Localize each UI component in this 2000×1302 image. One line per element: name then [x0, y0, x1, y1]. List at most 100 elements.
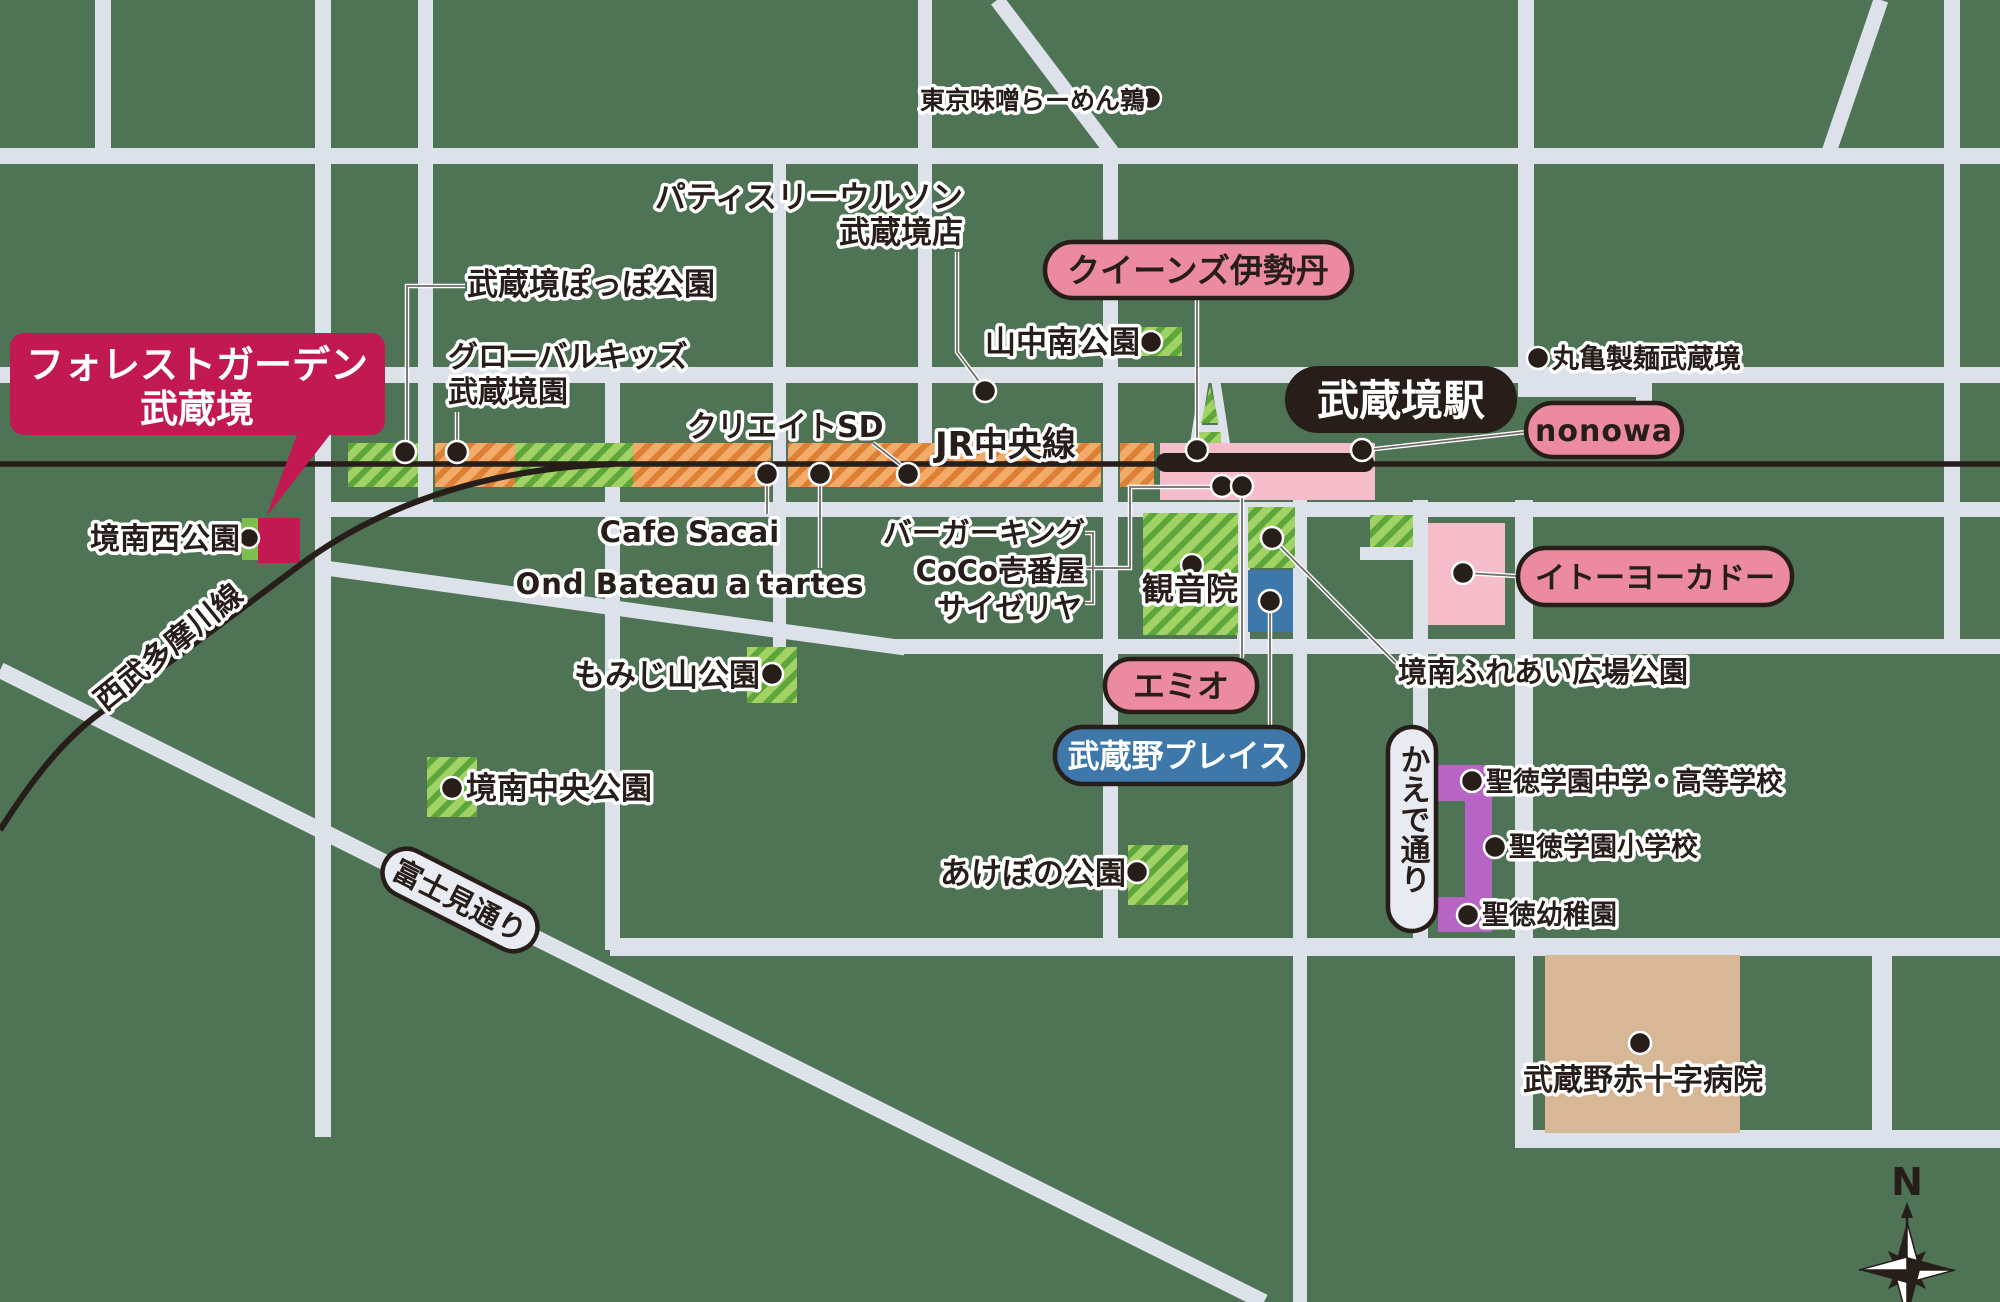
label-patisserie-line2: 武蔵境店: [839, 215, 963, 251]
compass-rose-icon: N: [1858, 1160, 1956, 1302]
label-queens-isetan: クイーンズ伊勢丹: [1067, 251, 1329, 290]
dot-fureai-park: [1259, 525, 1285, 551]
road-vertical-5: [773, 164, 786, 650]
location-dots: [237, 85, 1653, 1056]
label-patisserie-line1: パティスリーウルソン: [655, 180, 963, 216]
dot-tokyo-miso-ramen: [1137, 85, 1163, 111]
forest-garden-label: フォレストガーデン 武蔵境: [10, 333, 385, 517]
station-name-label: 武蔵境駅: [1285, 366, 1517, 433]
road-diagonal-north-2: [1821, 0, 1889, 155]
label-forest-garden-line1: フォレストガーデン: [26, 343, 368, 387]
dot-create-sd: [895, 461, 921, 487]
label-cafe-sacai: Cafe Sacai: [600, 515, 780, 549]
dot-poppo-park: [392, 439, 418, 465]
road-vertical-11: [1515, 500, 1533, 1148]
label-shotoku-junior-high: 聖徳学園中学・高等学校: [1486, 766, 1783, 798]
label-jr-chuo-line: JR中央線: [933, 425, 1076, 465]
road-vertical-14: [1872, 948, 1892, 1140]
road-vertical-9: [1293, 500, 1307, 1302]
label-marugame: 丸亀製麺武蔵境: [1551, 344, 1741, 375]
dot-yamanaka-park: [1138, 329, 1164, 355]
label-coco-ichibanya: CoCo壱番屋: [916, 554, 1085, 588]
road-vertical-1: [95, 0, 111, 164]
dot-restaurants: [1209, 473, 1235, 499]
dot-queens-isetan: [1184, 437, 1210, 463]
road-diagonal-mid: [323, 560, 907, 656]
dot-momijiyama-park: [759, 661, 785, 687]
emio-label: エミオ: [1102, 656, 1260, 715]
road-vertical-15: [1944, 0, 1960, 650]
dot-patisserie: [972, 378, 998, 404]
label-saizeriya: サイゼリヤ: [937, 591, 1082, 625]
dot-ito-yokado: [1450, 560, 1476, 586]
dot-akebono-park: [1124, 859, 1150, 885]
dot-shotoku-kindergarten: [1455, 902, 1481, 928]
label-shotoku-kindergarten: 聖徳幼稚園: [1482, 900, 1617, 931]
dot-kyonan-chuo-park: [439, 775, 465, 801]
leader-lines: [404, 252, 1527, 725]
label-burger-king: バーガーキング: [883, 516, 1085, 550]
label-hospital: 武蔵野赤十字病院: [1523, 1063, 1763, 1098]
queens-isetan-label: クイーンズ伊勢丹: [1042, 239, 1355, 301]
label-kyonan-chuo-park: 境南中央公園: [466, 771, 652, 807]
dot-cafe-sacai: [754, 461, 780, 487]
label-global-kids-line2: 武蔵境園: [448, 375, 568, 410]
compass-north-label: N: [1891, 1160, 1923, 1204]
label-akebono-park: あけぼの公園: [940, 856, 1126, 892]
station-track-bar: [1156, 453, 1374, 472]
road-horizontal-station-south: [330, 502, 2000, 517]
road-vertical-2: [315, 0, 331, 1137]
label-global-kids-line1: グローバルキッズ: [448, 340, 688, 375]
label-musashisakai-station: 武蔵境駅: [1317, 376, 1485, 425]
label-nonowa: nonowa: [1535, 414, 1673, 449]
road-horizontal-mid: [895, 639, 2000, 654]
label-musashino-place: 武蔵野プレイス: [1067, 737, 1290, 775]
label-kyonan-nishi-park: 境南西公園: [90, 522, 240, 557]
dot-shotoku-elementary: [1482, 834, 1508, 860]
ito-yokado-label: イトーヨーカドー: [1515, 545, 1795, 608]
dot-shotoku-junior-high: [1459, 768, 1485, 794]
dot-global-kids: [444, 439, 470, 465]
kaede-dori-label: かえで通り: [1385, 724, 1439, 934]
road-vertical-3: [418, 0, 433, 515]
road-fujimi-dori: [0, 662, 1268, 1302]
label-tokyo-miso-ramen: 東京味噌らーめん鶉: [920, 86, 1145, 115]
dot-hospital: [1627, 1030, 1653, 1056]
dot-emio: [1229, 473, 1255, 499]
label-forest-garden-line2: 武蔵境: [140, 387, 254, 431]
label-kannonin: 観音院: [1142, 570, 1238, 608]
label-ito-yokado: イトーヨーカドー: [1535, 561, 1775, 596]
small-green-area: [1370, 515, 1413, 547]
road-diagonal-north-1: [991, 0, 1118, 157]
road-horizontal-north: [0, 148, 2000, 164]
road-vertical-4: [605, 375, 620, 950]
label-emio: エミオ: [1133, 667, 1229, 705]
dot-kannonin: [1179, 552, 1205, 578]
dot-nonowa: [1349, 437, 1375, 463]
road-vertical-6: [918, 0, 932, 443]
label-create-sd: クリエイトSD: [687, 410, 884, 445]
label-shotoku-elementary: 聖徳学園小学校: [1509, 831, 1698, 863]
dot-ond-bateau: [807, 461, 833, 487]
station-plaza-green-triangle: [1201, 386, 1219, 423]
seibu-tamagawa-line: [0, 461, 616, 832]
label-fureai-park: 境南ふれあい広場公園: [1398, 655, 1688, 689]
nonowa-label: nonowa: [1523, 400, 1685, 460]
compass-star: [1858, 1221, 1956, 1302]
dot-marugame: [1525, 345, 1551, 371]
road-diagonals: [0, 0, 1889, 1302]
road-stub: [1360, 547, 1428, 560]
road-connector: [1518, 380, 1652, 397]
musashino-place-label: 武蔵野プレイス: [1052, 724, 1306, 787]
forest-garden-property: [258, 518, 300, 563]
label-poppo-park: 武蔵境ぽっぽ公園: [467, 267, 715, 303]
label-yamanaka-park: 山中南公園: [985, 325, 1140, 361]
dot-kyonan-nishi-park: [237, 526, 261, 550]
dot-musashino-place: [1257, 588, 1283, 614]
label-ond-bateau: Ond Bateau a tartes: [516, 567, 865, 601]
label-kaede-dori: かえで通り: [1395, 744, 1431, 894]
forest-garden-label-tail: [266, 432, 332, 517]
road-vertical-13: [1518, 0, 1534, 397]
